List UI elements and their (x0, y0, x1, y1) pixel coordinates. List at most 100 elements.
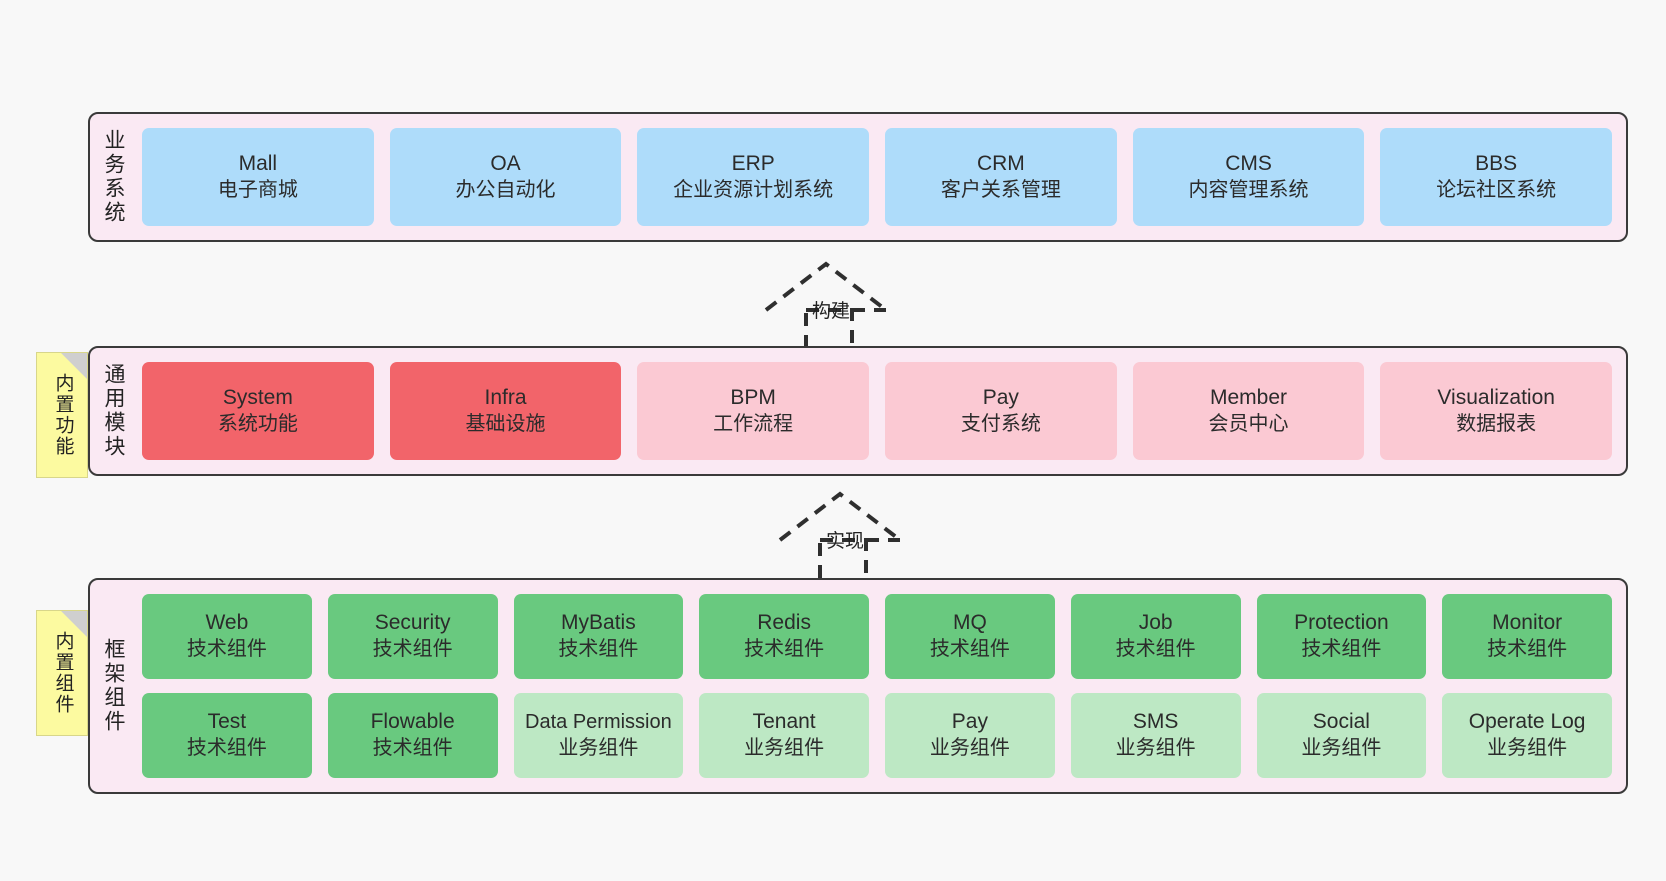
card-tenant[interactable]: Tenant 业务组件 (699, 693, 869, 778)
card-title: Redis (757, 611, 811, 635)
card-title: Pay (951, 710, 988, 734)
card-subtitle: 企业资源计划系统 (673, 178, 834, 201)
card-subtitle: 办公自动化 (455, 178, 556, 201)
card-oa[interactable]: OA 办公自动化 (389, 128, 622, 226)
arrow-head-open (778, 491, 902, 542)
card-protection[interactable]: Protection 技术组件 (1256, 594, 1427, 679)
card-title: System (222, 385, 293, 409)
card-bbs[interactable]: BBS 论坛社区系统 (1380, 128, 1613, 226)
card-subtitle: 数据报表 (1456, 412, 1537, 435)
card-crm[interactable]: CRM 客户关系管理 (885, 128, 1117, 226)
card-subtitle: 论坛社区系统 (1436, 178, 1557, 201)
card-pay-component[interactable]: Pay 业务组件 (885, 693, 1055, 778)
card-subtitle: 电子商城 (217, 178, 298, 201)
section-body-business-system: Mall 电子商城 OA 办公自动化 ERP 企业资源计划系统 CRM 客户关系… (136, 114, 1626, 240)
card-subtitle: 技术组件 (929, 638, 1010, 661)
card-system[interactable]: System 系统功能 (142, 362, 374, 460)
card-subtitle: 技术组件 (372, 737, 453, 760)
card-title: Protection (1294, 611, 1389, 635)
card-title: Tenant (752, 710, 816, 734)
card-subtitle: 系统功能 (217, 412, 298, 435)
card-job[interactable]: Job 技术组件 (1070, 594, 1241, 679)
card-title: Test (207, 710, 247, 734)
connector-implement: 实现 (770, 488, 920, 578)
card-test[interactable]: Test 技术组件 (142, 693, 312, 778)
card-subtitle: 业务组件 (744, 737, 825, 760)
section-framework-component: 框架组件 Web 技术组件 Security 技术组件 MyBatis 技术组件… (88, 578, 1628, 794)
card-subtitle: 业务组件 (1487, 737, 1568, 760)
section-business-system: 业务系统 Mall 电子商城 OA 办公自动化 ERP 企业资源计划系统 CRM… (88, 112, 1628, 242)
sticky-note-builtin-function: 内置功能 (36, 352, 88, 478)
card-title: Monitor (1492, 611, 1563, 635)
card-title: Web (205, 611, 249, 635)
card-subtitle: 业务组件 (1115, 737, 1196, 760)
card-operate-log[interactable]: Operate Log 业务组件 (1442, 693, 1612, 778)
card-title: BBS (1475, 151, 1518, 175)
card-subtitle: 技术组件 (186, 638, 267, 661)
card-row: Test 技术组件 Flowable 技术组件 Data Permission … (142, 693, 1612, 778)
card-mall[interactable]: Mall 电子商城 (142, 128, 374, 226)
card-title: Flowable (370, 710, 455, 734)
card-infra[interactable]: Infra 基础设施 (389, 362, 622, 460)
arrow-head-open (764, 261, 888, 312)
card-row: Mall 电子商城 OA 办公自动化 ERP 企业资源计划系统 CRM 客户关系… (142, 128, 1613, 226)
card-title: MyBatis (561, 611, 636, 635)
card-row: System 系统功能 Infra 基础设施 BPM 工作流程 Pay 支付系统… (142, 362, 1613, 460)
card-row: Web 技术组件 Security 技术组件 MyBatis 技术组件 Redi… (142, 594, 1612, 679)
card-pay-module[interactable]: Pay 支付系统 (885, 362, 1117, 460)
card-subtitle: 技术组件 (558, 638, 639, 661)
section-title-framework-component: 框架组件 (102, 638, 126, 734)
card-mybatis[interactable]: MyBatis 技术组件 (513, 594, 684, 679)
card-subtitle: 工作流程 (713, 412, 794, 435)
card-title: Mall (238, 151, 278, 175)
card-subtitle: 技术组件 (372, 638, 453, 661)
card-subtitle: 基础设施 (465, 412, 546, 435)
card-security[interactable]: Security 技术组件 (327, 594, 498, 679)
card-title: SMS (1132, 710, 1179, 734)
card-subtitle: 客户关系管理 (940, 178, 1061, 201)
card-subtitle: 业务组件 (929, 737, 1010, 760)
card-subtitle: 支付系统 (960, 412, 1041, 435)
card-redis[interactable]: Redis 技术组件 (699, 594, 869, 679)
connector-implement-label: 实现 (826, 531, 865, 552)
card-title: Operate Log (1468, 710, 1586, 734)
card-title: Visualization (1437, 385, 1555, 409)
card-title: Infra (484, 385, 527, 409)
card-subtitle: 业务组件 (1301, 737, 1382, 760)
card-data-permission[interactable]: Data Permission 业务组件 (513, 693, 684, 778)
card-subtitle: 会员中心 (1208, 412, 1289, 435)
card-subtitle: 业务组件 (558, 736, 639, 759)
card-title: MQ (952, 611, 987, 635)
card-member[interactable]: Member 会员中心 (1132, 362, 1365, 460)
section-title-common-module: 通用模块 (102, 363, 126, 459)
card-monitor[interactable]: Monitor 技术组件 (1442, 594, 1612, 679)
card-social[interactable]: Social 业务组件 (1256, 693, 1427, 778)
card-title: ERP (731, 151, 775, 175)
card-title: BPM (730, 385, 776, 409)
card-visualization[interactable]: Visualization 数据报表 (1380, 362, 1613, 460)
card-subtitle: 技术组件 (1301, 638, 1382, 661)
card-mq[interactable]: MQ 技术组件 (885, 594, 1055, 679)
card-flowable[interactable]: Flowable 技术组件 (327, 693, 498, 778)
sticky-note-label: 内置功能 (52, 373, 74, 457)
card-title: Social (1312, 710, 1370, 734)
card-erp[interactable]: ERP 企业资源计划系统 (637, 128, 870, 226)
card-subtitle: 内容管理系统 (1188, 178, 1309, 201)
sticky-note-label: 内置组件 (52, 631, 74, 715)
section-body-common-module: System 系统功能 Infra 基础设施 BPM 工作流程 Pay 支付系统… (136, 348, 1626, 474)
card-title: CMS (1225, 151, 1272, 175)
section-common-module: 通用模块 System 系统功能 Infra 基础设施 BPM 工作流程 Pay… (88, 346, 1628, 476)
card-web[interactable]: Web 技术组件 (142, 594, 312, 679)
section-title-business-system: 业务系统 (102, 129, 126, 225)
sticky-note-builtin-component: 内置组件 (36, 610, 88, 736)
card-sms[interactable]: SMS 业务组件 (1070, 693, 1241, 778)
card-subtitle: 技术组件 (1487, 638, 1568, 661)
card-title: Pay (982, 385, 1019, 409)
section-body-framework-component: Web 技术组件 Security 技术组件 MyBatis 技术组件 Redi… (136, 580, 1626, 792)
card-cms[interactable]: CMS 内容管理系统 (1132, 128, 1365, 226)
card-subtitle: 技术组件 (186, 737, 267, 760)
card-title: CRM (976, 151, 1025, 175)
card-bpm[interactable]: BPM 工作流程 (637, 362, 870, 460)
card-title: Security (374, 611, 451, 635)
